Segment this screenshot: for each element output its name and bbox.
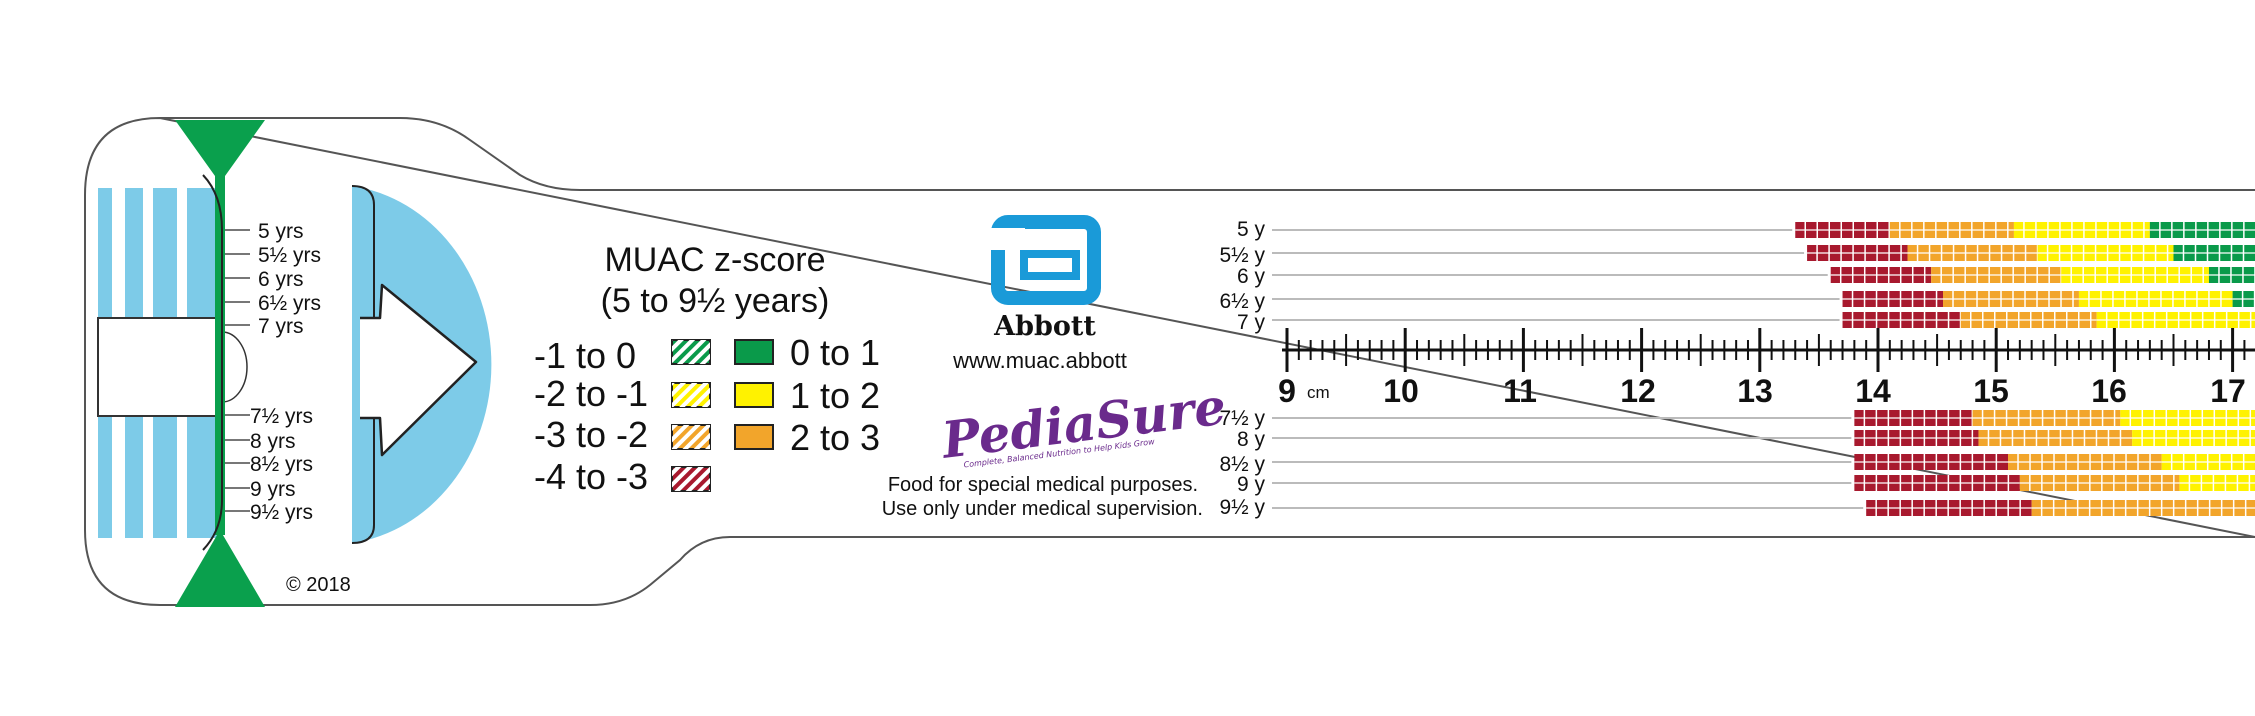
zscore-band-red [1807,245,1908,261]
zscore-band-red [1830,267,1932,283]
zscore-band-red [1866,500,2032,516]
lower-age-label: 8½ y [1219,453,1265,476]
zscore-band-red [1854,454,2009,470]
legend-label-pos2: 1 to 2 [790,375,880,416]
cm-label: 16 [2091,373,2127,409]
copyright: © 2018 [286,574,351,596]
left-age-label: 6½ yrs [258,292,321,315]
arrow-icon [360,283,478,457]
left-age-ticks [225,229,250,512]
legend-label-neg4: -4 to -3 [534,456,648,497]
left-age-label: 7½ yrs [250,405,313,428]
zscore-band-orange [1943,291,2079,307]
lower-age-label: 9 y [1237,473,1266,496]
upper-age-label: 5½ y [1219,244,1265,267]
cm-ruler [1282,328,2255,372]
zscore-band-orange [2008,454,2162,470]
legend-swatch-pos3 [734,424,774,450]
legend-label-pos3: 2 to 3 [790,417,880,458]
zscore-band-red [1854,475,2020,491]
abbott-logo-icon [990,215,1101,305]
legend-swatch-pos1 [734,339,774,365]
lower-age-label: 8 y [1237,428,1266,451]
slot-notch [221,331,248,403]
upper-age-rows: 5 y 5½ y 6 y 6½ y 7 y [1219,218,1265,334]
zscore-band-green [2208,267,2255,283]
legend-label-neg1: -1 to 0 [534,335,636,376]
cm-label: 10 [1383,373,1419,409]
cm-label: 15 [1973,373,2009,409]
cm-label: 17 [2210,373,2246,409]
zscore-band-yellow [2161,454,2255,470]
zscore-band-orange [1889,222,2014,238]
zscore-band-yellow [2132,430,2255,446]
zscore-band-yellow [2179,475,2255,491]
zscore-band-green [2232,291,2255,307]
cm-label: 13 [1737,373,1773,409]
left-age-label: 9 yrs [250,478,296,501]
left-age-label: 7 yrs [258,315,304,338]
disclaimer-line1: Food for special medical purposes. [888,474,1198,496]
legend-label-neg2: -2 to -1 [534,373,648,414]
legend-swatch-pos2 [734,382,774,408]
left-age-label: 8 yrs [250,430,296,453]
zscore-band-green [2173,245,2255,261]
zscore-band-orange [1907,245,2039,261]
cm-label: 11 [1503,373,1537,409]
cm-ruler-labels: 9 cm 10 11 12 13 14 15 16 17 [1278,373,2246,409]
zscore-band-yellow [2078,291,2233,307]
legend-title: MUAC z-score [604,241,825,279]
arrow-disk [351,185,492,544]
left-age-label: 5 yrs [258,220,304,243]
cm-label: 9 [1278,373,1296,409]
zscore-band-orange [1931,267,2062,283]
zscore-band-yellow [2013,222,2150,238]
left-age-label: 8½ yrs [250,453,313,476]
legend-label-neg3: -3 to -2 [534,414,648,455]
lower-age-label: 7½ y [1219,407,1265,430]
zscore-band-red [1842,312,1962,328]
zscore-band-yellow [2120,410,2255,426]
zscore-bands [1272,222,2255,516]
zscore-band-red [1795,222,1891,238]
lower-age-label: 9½ y [1219,496,1265,519]
zscore-band-red [1854,410,1974,426]
upper-age-label: 7 y [1237,311,1266,334]
tape-slot [97,317,219,417]
zscore-band-yellow [2061,267,2209,283]
cm-label: 12 [1620,373,1656,409]
legend-label-pos1: 0 to 1 [790,332,880,373]
pediasure-logo: PediaSure [937,376,1229,470]
cm-unit-label: cm [1307,383,1330,402]
zscore-band-red [1854,430,1979,446]
zscore-legend: -1 to 0 0 to 1 -2 to -1 1 to 2 -3 to -2 … [534,332,880,497]
left-age-label: 9½ yrs [250,501,313,524]
zscore-band-yellow [2096,312,2255,328]
zscore-band-green [2149,222,2255,238]
lower-age-rows: 7½ y 8 y 8½ y 9 y 9½ y [1219,407,1265,519]
upper-age-label: 6½ y [1219,290,1265,313]
left-age-label: 5½ yrs [258,244,321,267]
zscore-band-orange [1978,430,2133,446]
zscore-band-orange [1960,312,2097,328]
zscore-band-yellow [2037,245,2174,261]
upper-age-label: 5 y [1237,218,1266,241]
left-age-labels: 5 yrs 5½ yrs 6 yrs 6½ yrs 7 yrs 7½ yrs 8… [250,220,321,524]
cm-label: 14 [1855,373,1891,409]
abbott-name: Abbott [993,311,1096,342]
tape-outline [84,116,2255,606]
zscore-band-orange [2019,475,2180,491]
left-age-label: 6 yrs [258,268,304,291]
zscore-band-orange [1972,410,2121,426]
zscore-band-red [1842,291,1944,307]
disclaimer-line2: Use only under medical supervision. [882,498,1203,520]
abbott-url: www.muac.abbott [952,348,1127,373]
zscore-band-orange [2031,500,2255,516]
legend-subtitle: (5 to 9½ years) [601,282,830,320]
upper-age-label: 6 y [1237,265,1266,288]
green-markers [175,120,265,607]
